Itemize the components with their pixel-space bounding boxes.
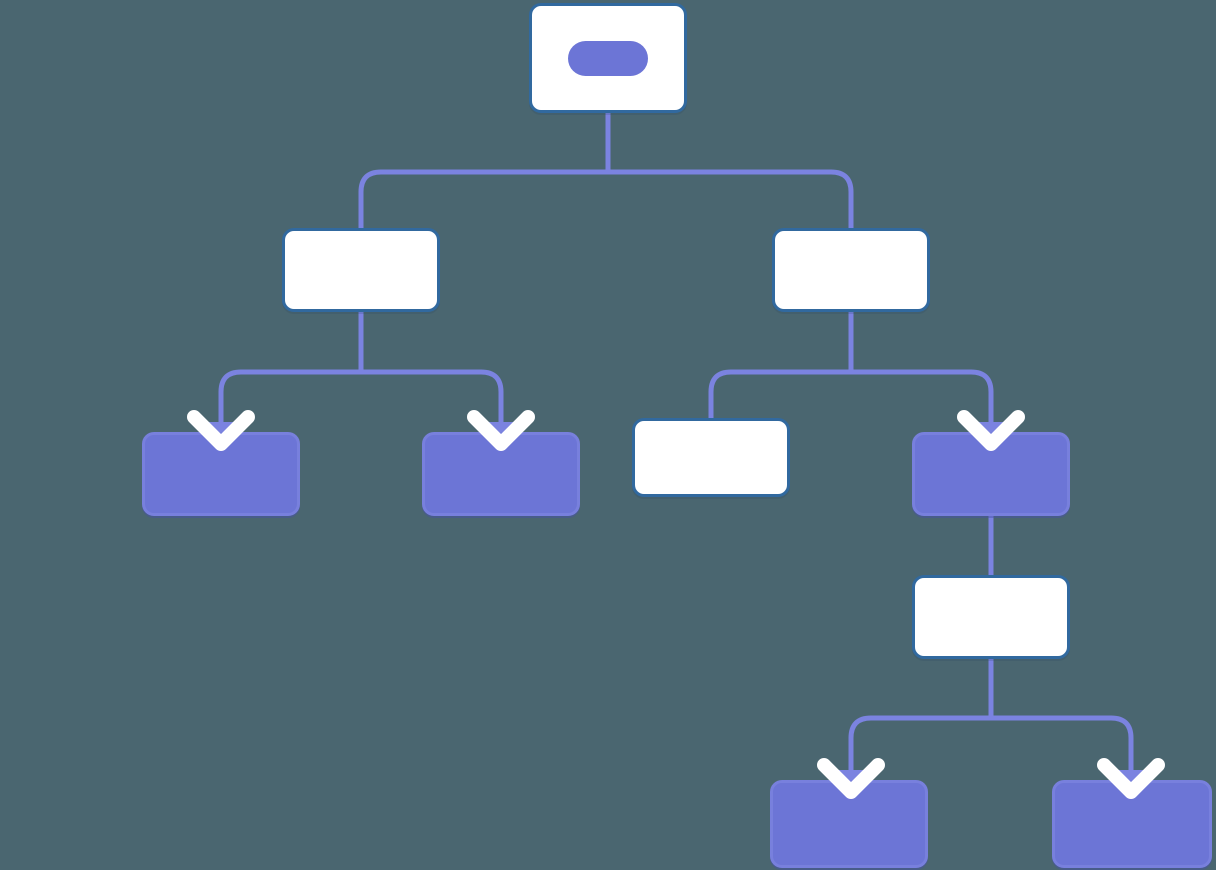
node-branch-right[interactable]	[912, 432, 1070, 516]
node-leaf-2[interactable]	[422, 432, 580, 516]
edge-n3-n6	[708, 369, 851, 422]
root-node-pill	[568, 41, 648, 76]
edge-n3-n7	[851, 369, 994, 446]
node-leaf-3-white[interactable]	[632, 418, 790, 497]
edge-n8-n10	[991, 715, 1134, 794]
node-level1-left[interactable]	[282, 228, 440, 312]
node-level3[interactable]	[912, 575, 1070, 659]
node-level1-right[interactable]	[772, 228, 930, 312]
node-leaf-1[interactable]	[142, 432, 300, 516]
edge-n1-n2	[358, 169, 608, 250]
edge-n2-n5	[361, 369, 504, 446]
edge-n1-n3	[608, 169, 854, 250]
node-root[interactable]	[529, 3, 687, 113]
node-leaf-4[interactable]	[770, 780, 928, 868]
edge-n8-n9	[848, 715, 991, 794]
node-leaf-5[interactable]	[1052, 780, 1212, 868]
edge-n2-n4	[218, 369, 361, 446]
